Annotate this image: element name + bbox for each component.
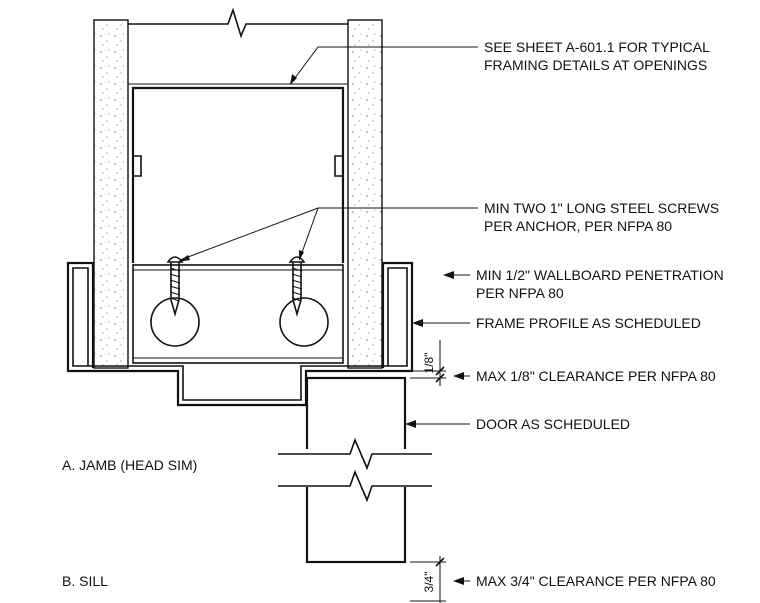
note-see-sheet-line1: SEE SHEET A-601.1 FOR TYPICAL (484, 39, 710, 55)
leader-screws (178, 207, 478, 262)
screw-left (166, 256, 184, 317)
leader-sill-clearance (453, 577, 470, 585)
screw-right (288, 256, 306, 317)
leader-frame-profile (412, 319, 470, 327)
dim-sill-gap-label: 3/4" (422, 572, 436, 593)
head-gap-dimension (410, 340, 446, 386)
leader-door (405, 420, 470, 428)
anchor-hole-right (279, 297, 329, 347)
dim-head-gap-label: 1/8" (422, 353, 436, 374)
left-wallboard (93, 19, 129, 369)
note-door: DOOR AS SCHEDULED (476, 416, 630, 432)
detail-title-jamb: A. JAMB (HEAD SIM) (62, 457, 197, 473)
frame-anchor (132, 264, 344, 364)
note-see-sheet-line2: FRAMING DETAILS AT OPENINGS (484, 57, 707, 73)
note-sill-clearance: MAX 3/4" CLEARANCE PER NFPA 80 (476, 573, 716, 589)
steel-stud (128, 83, 348, 263)
note-wallboard-line1: MIN 1/2" WALLBOARD PENETRATION (476, 267, 724, 283)
note-head-clearance: MAX 1/8" CLEARANCE PER NFPA 80 (476, 368, 716, 384)
note-screws-line2: PER ANCHOR, PER NFPA 80 (484, 218, 672, 234)
note-wallboard-line2: PER NFPA 80 (476, 285, 564, 301)
door-leaf (272, 376, 442, 564)
frame-profile (66, 261, 414, 407)
frame-profile-inner (72, 267, 408, 401)
leader-head-clearance (453, 372, 470, 380)
wall-break-line (128, 7, 348, 39)
sill-gap-dimension (410, 556, 446, 603)
leader-wallboard (443, 271, 470, 279)
right-wallboard (347, 19, 383, 369)
note-screws-line1: MIN TWO 1" LONG STEEL SCREWS (484, 200, 719, 216)
leader-see-sheet (290, 46, 478, 85)
note-frame-profile: FRAME PROFILE AS SCHEDULED (476, 315, 701, 331)
anchor-hole-left (150, 297, 200, 347)
detail-title-sill: B. SILL (62, 573, 108, 589)
